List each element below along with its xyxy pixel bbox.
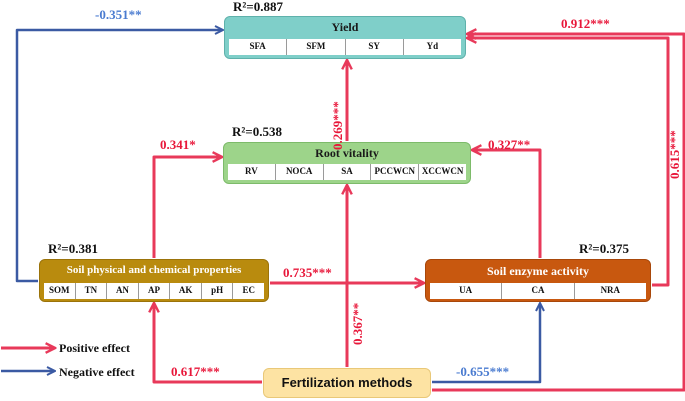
indicator-sfm: SFM <box>286 39 344 55</box>
legend-negative-label: Negative effect <box>59 365 135 379</box>
indicator-sfa: SFA <box>249 41 266 51</box>
coef-soil-root: 0.341* <box>160 137 196 152</box>
soil-title: Soil physical and chemical properties <box>66 264 242 276</box>
arrow-fert-yield <box>432 34 685 392</box>
yield-indicators: SFA SFM SY Yd <box>229 39 461 55</box>
coef-fert-root: 0.367** <box>350 302 365 345</box>
enzyme-title: Soil enzyme activity <box>487 264 589 278</box>
arrow-enzyme-root <box>473 150 542 258</box>
indicator-ph: pH <box>200 283 233 299</box>
legend-positive-label: Positive effect <box>59 341 130 355</box>
indicator-som: SOM <box>49 285 70 295</box>
root-node: Root vitality RV NOCA SA PCCWCN XCCWCN <box>223 142 471 184</box>
indicator-rv: RV <box>245 166 258 176</box>
coef-enzyme-yield: 0.912*** <box>561 16 610 31</box>
indicator-nra: NRA <box>573 283 646 299</box>
indicator-sa: SA <box>322 164 371 180</box>
yield-node: Yield SFA SFM SY Yd <box>224 16 466 59</box>
arrow-soil-yield <box>15 30 222 283</box>
enzyme-node: Soil enzyme activity UA CA NRA <box>425 259 651 302</box>
coef-soil-enzyme: 0.735*** <box>283 265 332 280</box>
arrow-fert-soil <box>154 304 262 384</box>
indicator-ca: CA <box>501 283 573 299</box>
arrow-fert-enzyme <box>432 304 540 384</box>
root-r2: R²=0.538 <box>232 124 282 139</box>
coef-fert-enzyme: -0.655*** <box>456 364 510 379</box>
indicator-tn: TN <box>74 283 107 299</box>
arrow-soil-root <box>152 157 221 258</box>
indicator-xccwcn: XCCWCN <box>418 164 466 180</box>
fertilization-title: Fertilization methods <box>281 375 413 390</box>
arrow-enzyme-yield <box>468 38 670 287</box>
indicator-yd: Yd <box>402 39 461 55</box>
indicator-ec: EC <box>232 283 264 299</box>
indicator-ak: AK <box>169 283 201 299</box>
coef-fert-soil: 0.617*** <box>171 364 220 379</box>
indicator-ap: AP <box>137 283 170 299</box>
coef-enzyme-root: 0.327** <box>488 137 531 152</box>
fertilization-node: Fertilization methods <box>263 368 431 398</box>
coef-root-yield: 0.269*** <box>330 101 345 150</box>
root-indicators: RV NOCA SA PCCWCN XCCWCN <box>228 164 466 180</box>
soil-indicators: SOM TN AN AP AK pH EC <box>44 283 264 299</box>
indicator-sy: SY <box>344 39 403 55</box>
indicator-noca: NOCA <box>274 164 323 180</box>
yield-title: Yield <box>331 20 359 34</box>
indicator-an: AN <box>106 283 138 299</box>
coef-soil-yield: -0.351** <box>95 7 142 22</box>
enzyme-r2: R²=0.375 <box>579 241 629 256</box>
yield-r2: R²=0.887 <box>233 0 283 14</box>
enzyme-indicators: UA CA NRA <box>430 283 646 299</box>
soil-node: Soil physical and chemical properties SO… <box>39 259 269 302</box>
root-title: Root vitality <box>315 146 379 160</box>
indicator-pccwcn: PCCWCN <box>370 164 418 180</box>
indicator-ua: UA <box>459 285 473 295</box>
coef-fert-yield: 0.615*** <box>667 130 682 179</box>
soil-r2: R²=0.381 <box>48 241 98 256</box>
